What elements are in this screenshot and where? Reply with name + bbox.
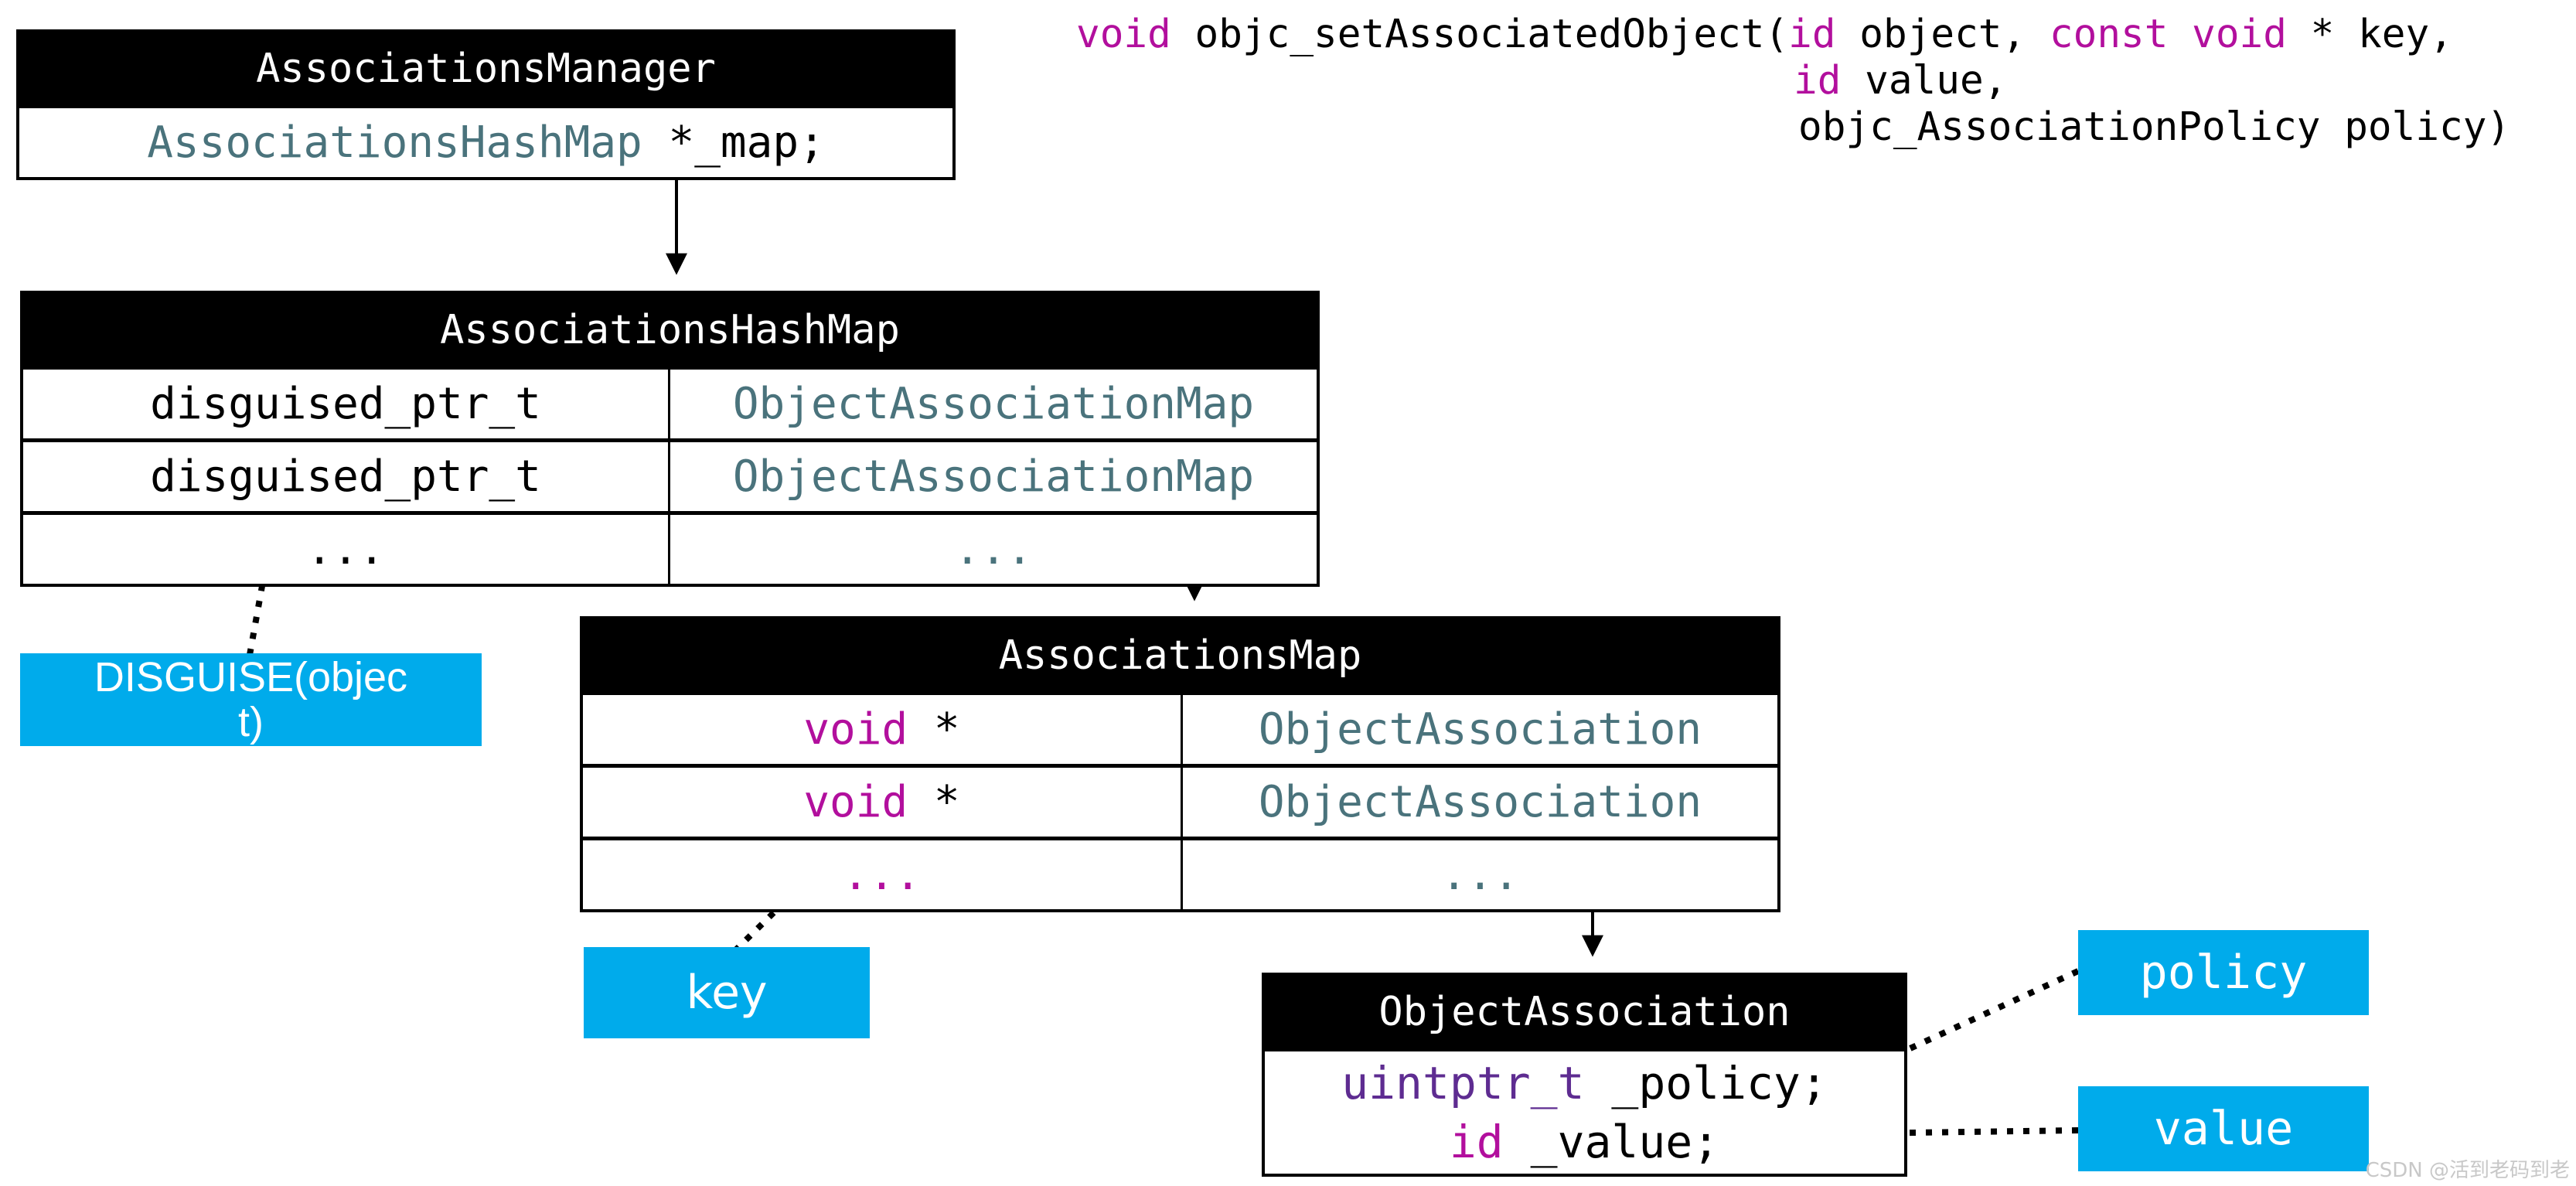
object-association-body: uintptr_t _policy; id _value; <box>1265 1048 1904 1174</box>
policy-label-text: policy <box>2139 946 2308 1000</box>
hashmap-key-cell: disguised_ptr_t <box>150 452 541 502</box>
assocmap-value-cell: ObjectAssociation <box>1181 695 1777 764</box>
code-keyword: void <box>1076 12 1171 57</box>
value-label: value <box>2078 1086 2369 1171</box>
associations-hashmap-header: AssociationsHashMap <box>23 294 1317 366</box>
field-name: _policy; <box>1584 1057 1828 1109</box>
code-plain: objc_AssociationPolicy policy) <box>1798 104 2511 150</box>
associations-hashmap-table: AssociationsHashMap disguised_ptr_t Obje… <box>20 291 1320 587</box>
manager-map-field: AssociationsHashMap *_map; <box>19 108 952 177</box>
code-keyword: void <box>803 704 908 755</box>
table-row: disguised_ptr_t ObjectAssociationMap <box>23 438 1317 511</box>
policy-field-line: uintptr_t _policy; <box>1341 1054 1828 1113</box>
assocmap-ellipsis-cell: ... <box>1181 840 1777 909</box>
code-keyword: id <box>1794 58 1842 104</box>
disguise-label-line2: t) <box>238 699 264 745</box>
field-name: *_map; <box>642 118 825 168</box>
type-name: AssociationsHashMap <box>147 118 642 168</box>
associations-manager-header: AssociationsManager <box>19 32 952 104</box>
key-label-text: key <box>686 966 768 1020</box>
value-label-text: value <box>2153 1102 2294 1156</box>
associations-map-table: AssociationsMap void * ObjectAssociation… <box>580 616 1780 912</box>
type-name: uintptr_t <box>1341 1057 1585 1109</box>
disguise-object-label: DISGUISE(objec t) <box>20 653 482 746</box>
code-plain: object, <box>1835 12 2050 57</box>
code-signature-line-2: id value, <box>1794 60 2007 102</box>
code-plain: * key, <box>2286 12 2453 57</box>
arrow-disguise-to-hashmap-dots <box>247 543 278 656</box>
table-row: disguised_ptr_t ObjectAssociationMap <box>23 366 1317 438</box>
associations-manager-table: AssociationsManager AssociationsHashMap … <box>16 29 956 180</box>
code-keyword: const void <box>2049 12 2287 57</box>
hashmap-value-cell: ObjectAssociationMap <box>668 370 1317 438</box>
field-name: _value; <box>1503 1116 1720 1168</box>
assocmap-key-cell: void * <box>583 768 1181 837</box>
code-keyword: id <box>1788 12 1836 57</box>
value-field-line: id _value; <box>1450 1113 1719 1171</box>
table-row: void * ObjectAssociation <box>583 764 1777 837</box>
code-plain: objc_setAssociatedObject( <box>1170 12 1789 57</box>
assocmap-key-cell: void * <box>583 695 1181 764</box>
table-row: void * ObjectAssociation <box>583 691 1777 764</box>
code-keyword: void <box>803 777 908 827</box>
code-plain: * <box>908 704 960 755</box>
object-association-table: ObjectAssociation uintptr_t _policy; id … <box>1262 973 1907 1177</box>
type-name: id <box>1449 1116 1504 1168</box>
csdn-watermark: CSDN @活到老码到老 <box>2365 1159 2570 1182</box>
arrow-value-to-value-field <box>1743 1123 2079 1147</box>
code-signature-line-1: void objc_setAssociatedObject(id object,… <box>1076 14 2453 56</box>
table-row: AssociationsHashMap *_map; <box>19 104 952 177</box>
policy-label: policy <box>2078 930 2369 1015</box>
hashmap-ellipsis-cell: ... <box>306 524 385 574</box>
code-plain: * <box>908 777 960 827</box>
code-signature-line-3: objc_AssociationPolicy policy) <box>1798 107 2510 148</box>
code-plain: value, <box>1841 58 2008 104</box>
table-row: ... ... <box>23 511 1317 584</box>
hashmap-ellipsis-cell: ... <box>668 515 1317 584</box>
associations-map-header: AssociationsMap <box>583 619 1777 691</box>
hashmap-value-cell: ObjectAssociationMap <box>668 442 1317 511</box>
key-label: key <box>584 947 870 1038</box>
hashmap-key-cell: disguised_ptr_t <box>150 379 541 429</box>
arrow-policy-to-policy-field <box>1879 968 2080 1064</box>
object-association-header: ObjectAssociation <box>1265 976 1904 1048</box>
disguise-label-line1: DISGUISE(objec <box>94 654 408 700</box>
table-row: ... ... <box>583 837 1777 909</box>
assocmap-value-cell: ObjectAssociation <box>1181 768 1777 837</box>
assocmap-ellipsis-cell: ... <box>842 850 922 900</box>
